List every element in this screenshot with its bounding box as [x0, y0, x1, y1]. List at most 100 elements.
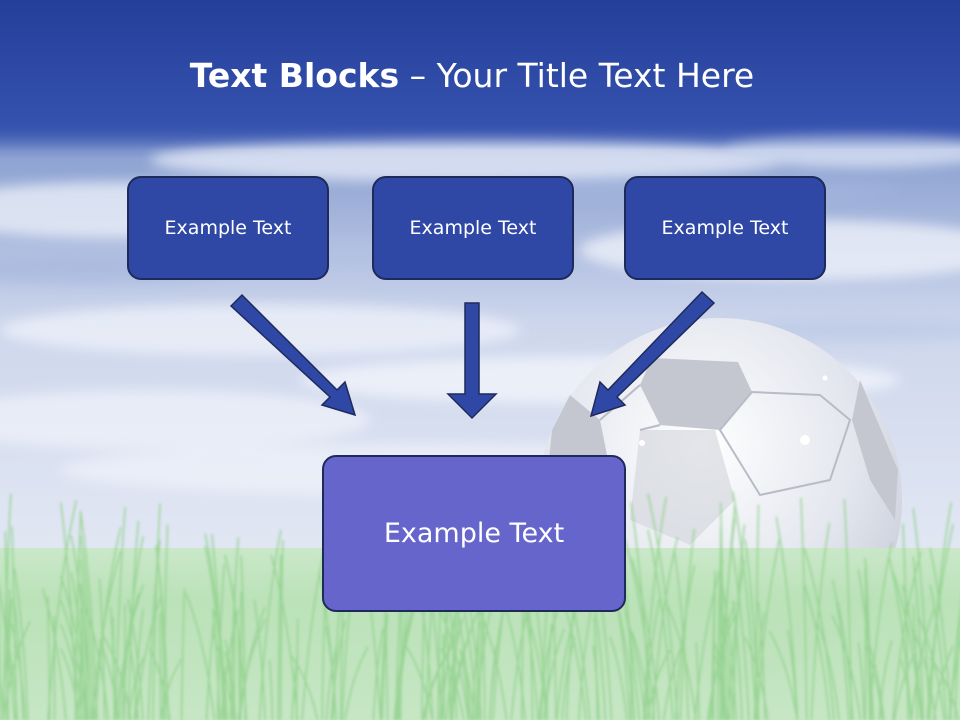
- grass-blade: [159, 613, 162, 720]
- title-bold-part: Text Blocks: [189, 56, 400, 95]
- grass-blade: [344, 646, 369, 720]
- text-block-2[interactable]: Example Text: [372, 176, 574, 280]
- text-block-1-label: Example Text: [164, 217, 292, 239]
- grass-blade: [216, 563, 226, 720]
- grass-blade: [325, 642, 339, 720]
- grass-blade: [381, 613, 389, 720]
- main-text-block-label: Example Text: [383, 518, 565, 549]
- text-block-2-label: Example Text: [409, 217, 537, 239]
- text-block-3[interactable]: Example Text: [624, 176, 826, 280]
- grass-blade: [912, 556, 924, 720]
- grass-blade: [730, 542, 750, 720]
- grass-blade: [440, 612, 470, 720]
- grass-blade: [404, 644, 434, 720]
- grass-blade: [719, 648, 728, 720]
- grass-blade: [127, 521, 140, 720]
- slide-title: Text Blocks – Your Title Text Here: [0, 56, 944, 96]
- grass-blade: [912, 629, 937, 720]
- grass-blade: [6, 589, 11, 720]
- grass-blade: [79, 511, 98, 720]
- grass-blade: [133, 609, 144, 720]
- grass-blade: [211, 631, 234, 720]
- grass-blade: [744, 636, 769, 720]
- grass-blade: [744, 539, 760, 720]
- grass-blade: [229, 537, 240, 720]
- grass-blade: [800, 497, 808, 720]
- grass-blade: [224, 554, 248, 720]
- grass-blade: [162, 524, 169, 720]
- grass-blade: [0, 671, 5, 720]
- grass-blade: [442, 633, 445, 720]
- grass-blade: [238, 606, 266, 720]
- grass-blade: [159, 659, 182, 720]
- grass-blade: [910, 608, 936, 720]
- grass-blade: [60, 502, 78, 720]
- grass-blade: [732, 491, 757, 720]
- grass-blade: [0, 587, 16, 720]
- main-text-block[interactable]: Example Text: [322, 455, 626, 612]
- text-block-3-label: Example Text: [661, 217, 789, 239]
- grass-blade: [224, 651, 235, 720]
- grass-blade: [593, 616, 599, 720]
- grass-blade: [948, 640, 960, 720]
- grass-blade: [216, 617, 226, 720]
- grass-blade: [127, 598, 144, 720]
- grass-blade: [185, 593, 216, 720]
- grass-blade: [768, 630, 799, 720]
- grass-blade: [714, 655, 726, 720]
- grass-blade: [714, 643, 727, 720]
- grass-blade: [538, 609, 559, 720]
- grass-blade: [651, 537, 679, 720]
- grass-blade: [644, 599, 661, 720]
- grass-blade: [708, 602, 736, 720]
- grass-blade: [864, 565, 867, 720]
- grass-blade: [253, 599, 266, 720]
- grass-blade: [857, 642, 865, 720]
- grass-blade: [59, 623, 84, 720]
- grass-blade: [732, 600, 743, 720]
- grass-blade: [212, 608, 221, 720]
- grass-blade: [180, 588, 186, 720]
- grass-blade: [786, 629, 798, 720]
- grass-blade: [79, 535, 95, 720]
- grass-blade: [719, 624, 731, 720]
- grass-blade: [543, 628, 565, 720]
- grass-blade: [878, 639, 893, 720]
- grass-blade: [929, 584, 947, 720]
- grass-blade: [864, 631, 885, 720]
- grass-blade: [892, 551, 922, 720]
- grass-blade: [110, 607, 116, 720]
- grass-blade: [900, 659, 913, 720]
- grass-blade: [864, 643, 884, 720]
- grass-blade: [912, 507, 931, 720]
- grass-blade: [237, 634, 241, 720]
- grass-blade: [561, 637, 576, 720]
- grass-blade: [258, 529, 282, 720]
- grass-blade: [127, 657, 144, 720]
- grass-blade: [2, 620, 31, 720]
- title-dash: –: [399, 56, 437, 95]
- grass-blade: [127, 634, 139, 720]
- grass-blade: [114, 507, 126, 720]
- grass-blade: [555, 601, 580, 720]
- grass-blade: [642, 496, 667, 720]
- grass-blade: [929, 547, 952, 720]
- grass-blade: [803, 584, 831, 720]
- grass-blade: [631, 558, 660, 720]
- grass-blade: [836, 601, 854, 720]
- text-block-1[interactable]: Example Text: [127, 176, 329, 280]
- grass-blade: [630, 501, 651, 720]
- grass-blade: [954, 610, 960, 720]
- grass-blade: [926, 524, 954, 720]
- grass-blade: [70, 535, 93, 720]
- grass-blade: [13, 604, 24, 720]
- title-rest: Your Title Text Here: [436, 56, 755, 95]
- grass-blade: [695, 642, 700, 720]
- grass-blade: [121, 536, 144, 720]
- grass-blade: [674, 564, 696, 720]
- grass-blade: [893, 653, 916, 720]
- grass-blade: [152, 503, 161, 720]
- grass-blade: [694, 559, 724, 720]
- title-band: [0, 0, 960, 150]
- grass-blade: [712, 570, 716, 720]
